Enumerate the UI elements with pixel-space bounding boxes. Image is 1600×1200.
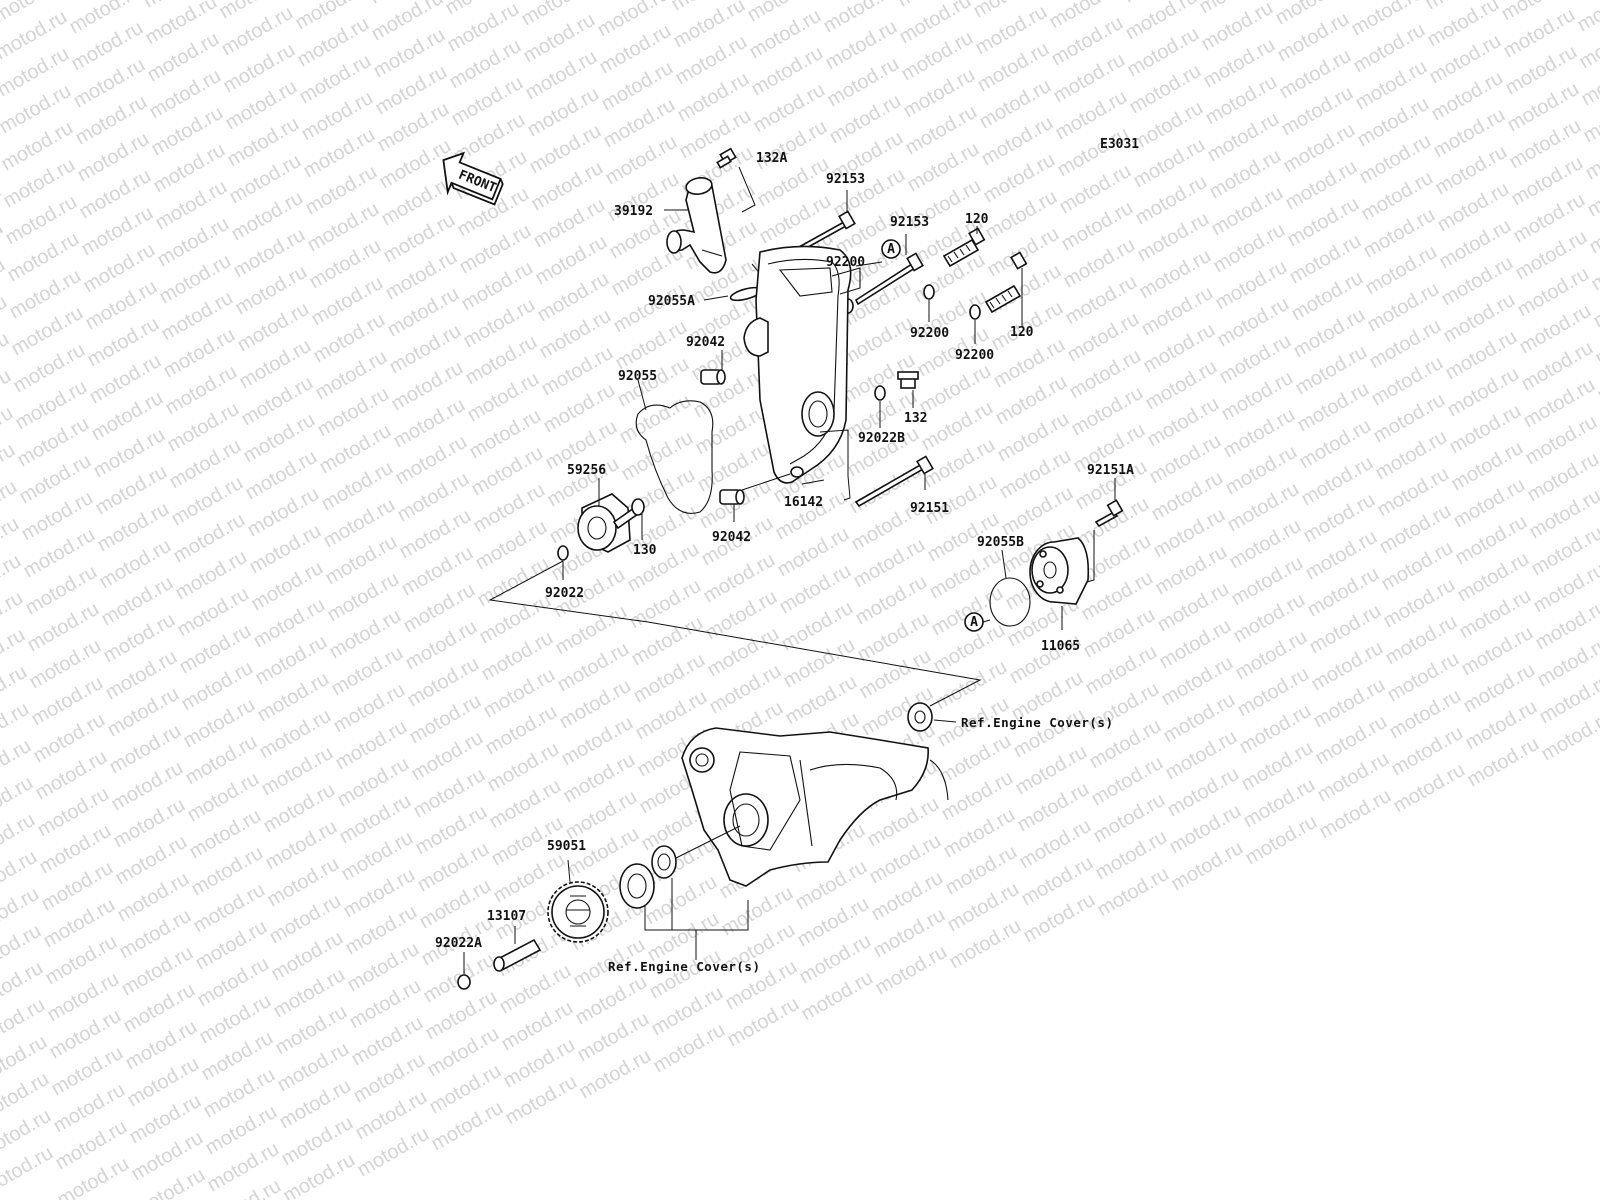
washer-92022b — [874, 385, 886, 401]
bolt-92151a — [1094, 499, 1124, 528]
engine-cover — [681, 727, 949, 887]
callout-letter: A — [970, 615, 978, 630]
water-pump-cover-16142 — [743, 245, 861, 484]
ref-engine-cover-lower: Ref.Engine Cover(s) — [608, 959, 761, 974]
label-92042-b: 92042 — [712, 530, 751, 545]
leader — [801, 479, 825, 485]
label-92022a: 92022A — [435, 936, 482, 951]
label-92022: 92022 — [545, 586, 584, 601]
label-92022b: 92022B — [858, 431, 905, 446]
leader — [567, 859, 571, 883]
gear-59051 — [547, 881, 609, 943]
leader — [855, 261, 883, 267]
label-92042-a: 92042 — [686, 335, 725, 350]
label-59051: 59051 — [547, 839, 586, 854]
label-16142: 16142 — [784, 495, 823, 510]
bolt-92151 — [854, 455, 934, 508]
diagram-code: E3031 — [1100, 137, 1139, 152]
washer-92022a — [457, 974, 471, 990]
label-13107: 13107 — [487, 909, 526, 924]
bolt-120-upper — [942, 227, 986, 268]
label-92055b: 92055B — [977, 535, 1024, 550]
leader — [933, 719, 957, 723]
label-92153-a: 92153 — [826, 172, 865, 187]
label-120-b: 120 — [1010, 325, 1034, 340]
leader — [488, 560, 982, 707]
ref-engine-cover-upper: Ref.Engine Cover(s) — [961, 715, 1114, 730]
label-92200-c: 92200 — [955, 348, 994, 363]
bolt-120-lower — [984, 251, 1028, 314]
leader — [738, 166, 756, 213]
impeller-59256 — [577, 493, 631, 553]
label-39192: 39192 — [614, 204, 653, 219]
bearing-large — [619, 863, 655, 909]
bearing-small — [651, 845, 677, 879]
label-92200-b: 92200 — [910, 326, 949, 341]
watermark-text: motod.ru — [1574, 0, 1600, 36]
label-132a: 132A — [756, 151, 787, 166]
part-labels: 132A 39192 92153 92153 120 92200 92055A … — [435, 151, 1134, 974]
washer-92200-b — [923, 284, 935, 300]
callout-a-upper: A — [881, 239, 901, 259]
leader — [819, 429, 851, 501]
label-92153-b: 92153 — [890, 215, 929, 230]
label-59256: 59256 — [567, 463, 606, 478]
label-92151a: 92151A — [1087, 463, 1134, 478]
engine-cover-seal — [907, 702, 933, 732]
label-130: 130 — [633, 543, 657, 558]
leader — [637, 379, 647, 411]
o-ring-92055b — [989, 577, 1031, 627]
washer-92022 — [557, 545, 569, 561]
label-92151: 92151 — [910, 501, 949, 516]
bolt-132 — [897, 371, 919, 389]
leader — [1001, 549, 1007, 579]
label-132: 132 — [904, 411, 927, 426]
washer-92200-c — [969, 304, 981, 320]
bolt-130 — [612, 498, 645, 530]
leader — [675, 825, 741, 859]
front-direction-arrow-icon: FRONT — [442, 151, 504, 206]
label-92055: 92055 — [618, 369, 657, 384]
bolt-92153-lower — [854, 252, 924, 306]
label-11065: 11065 — [1041, 639, 1080, 654]
leader — [741, 473, 791, 491]
oil-pump-11065 — [1029, 537, 1090, 605]
label-120-a: 120 — [965, 212, 989, 227]
leader — [644, 878, 749, 960]
dowel-92042-upper — [700, 369, 726, 385]
shaft-13107 — [493, 938, 542, 972]
label-92200-a: 92200 — [826, 255, 865, 270]
callout-letter: A — [887, 242, 895, 257]
bolt-132a — [716, 147, 737, 169]
water-pipe-39192 — [666, 177, 727, 274]
callout-a-lower: A — [964, 612, 984, 632]
dowel-92042-lower — [719, 489, 745, 505]
label-92055a: 92055A — [648, 294, 695, 309]
gasket-92055 — [635, 400, 714, 514]
leader — [982, 619, 991, 623]
leader — [703, 295, 729, 301]
